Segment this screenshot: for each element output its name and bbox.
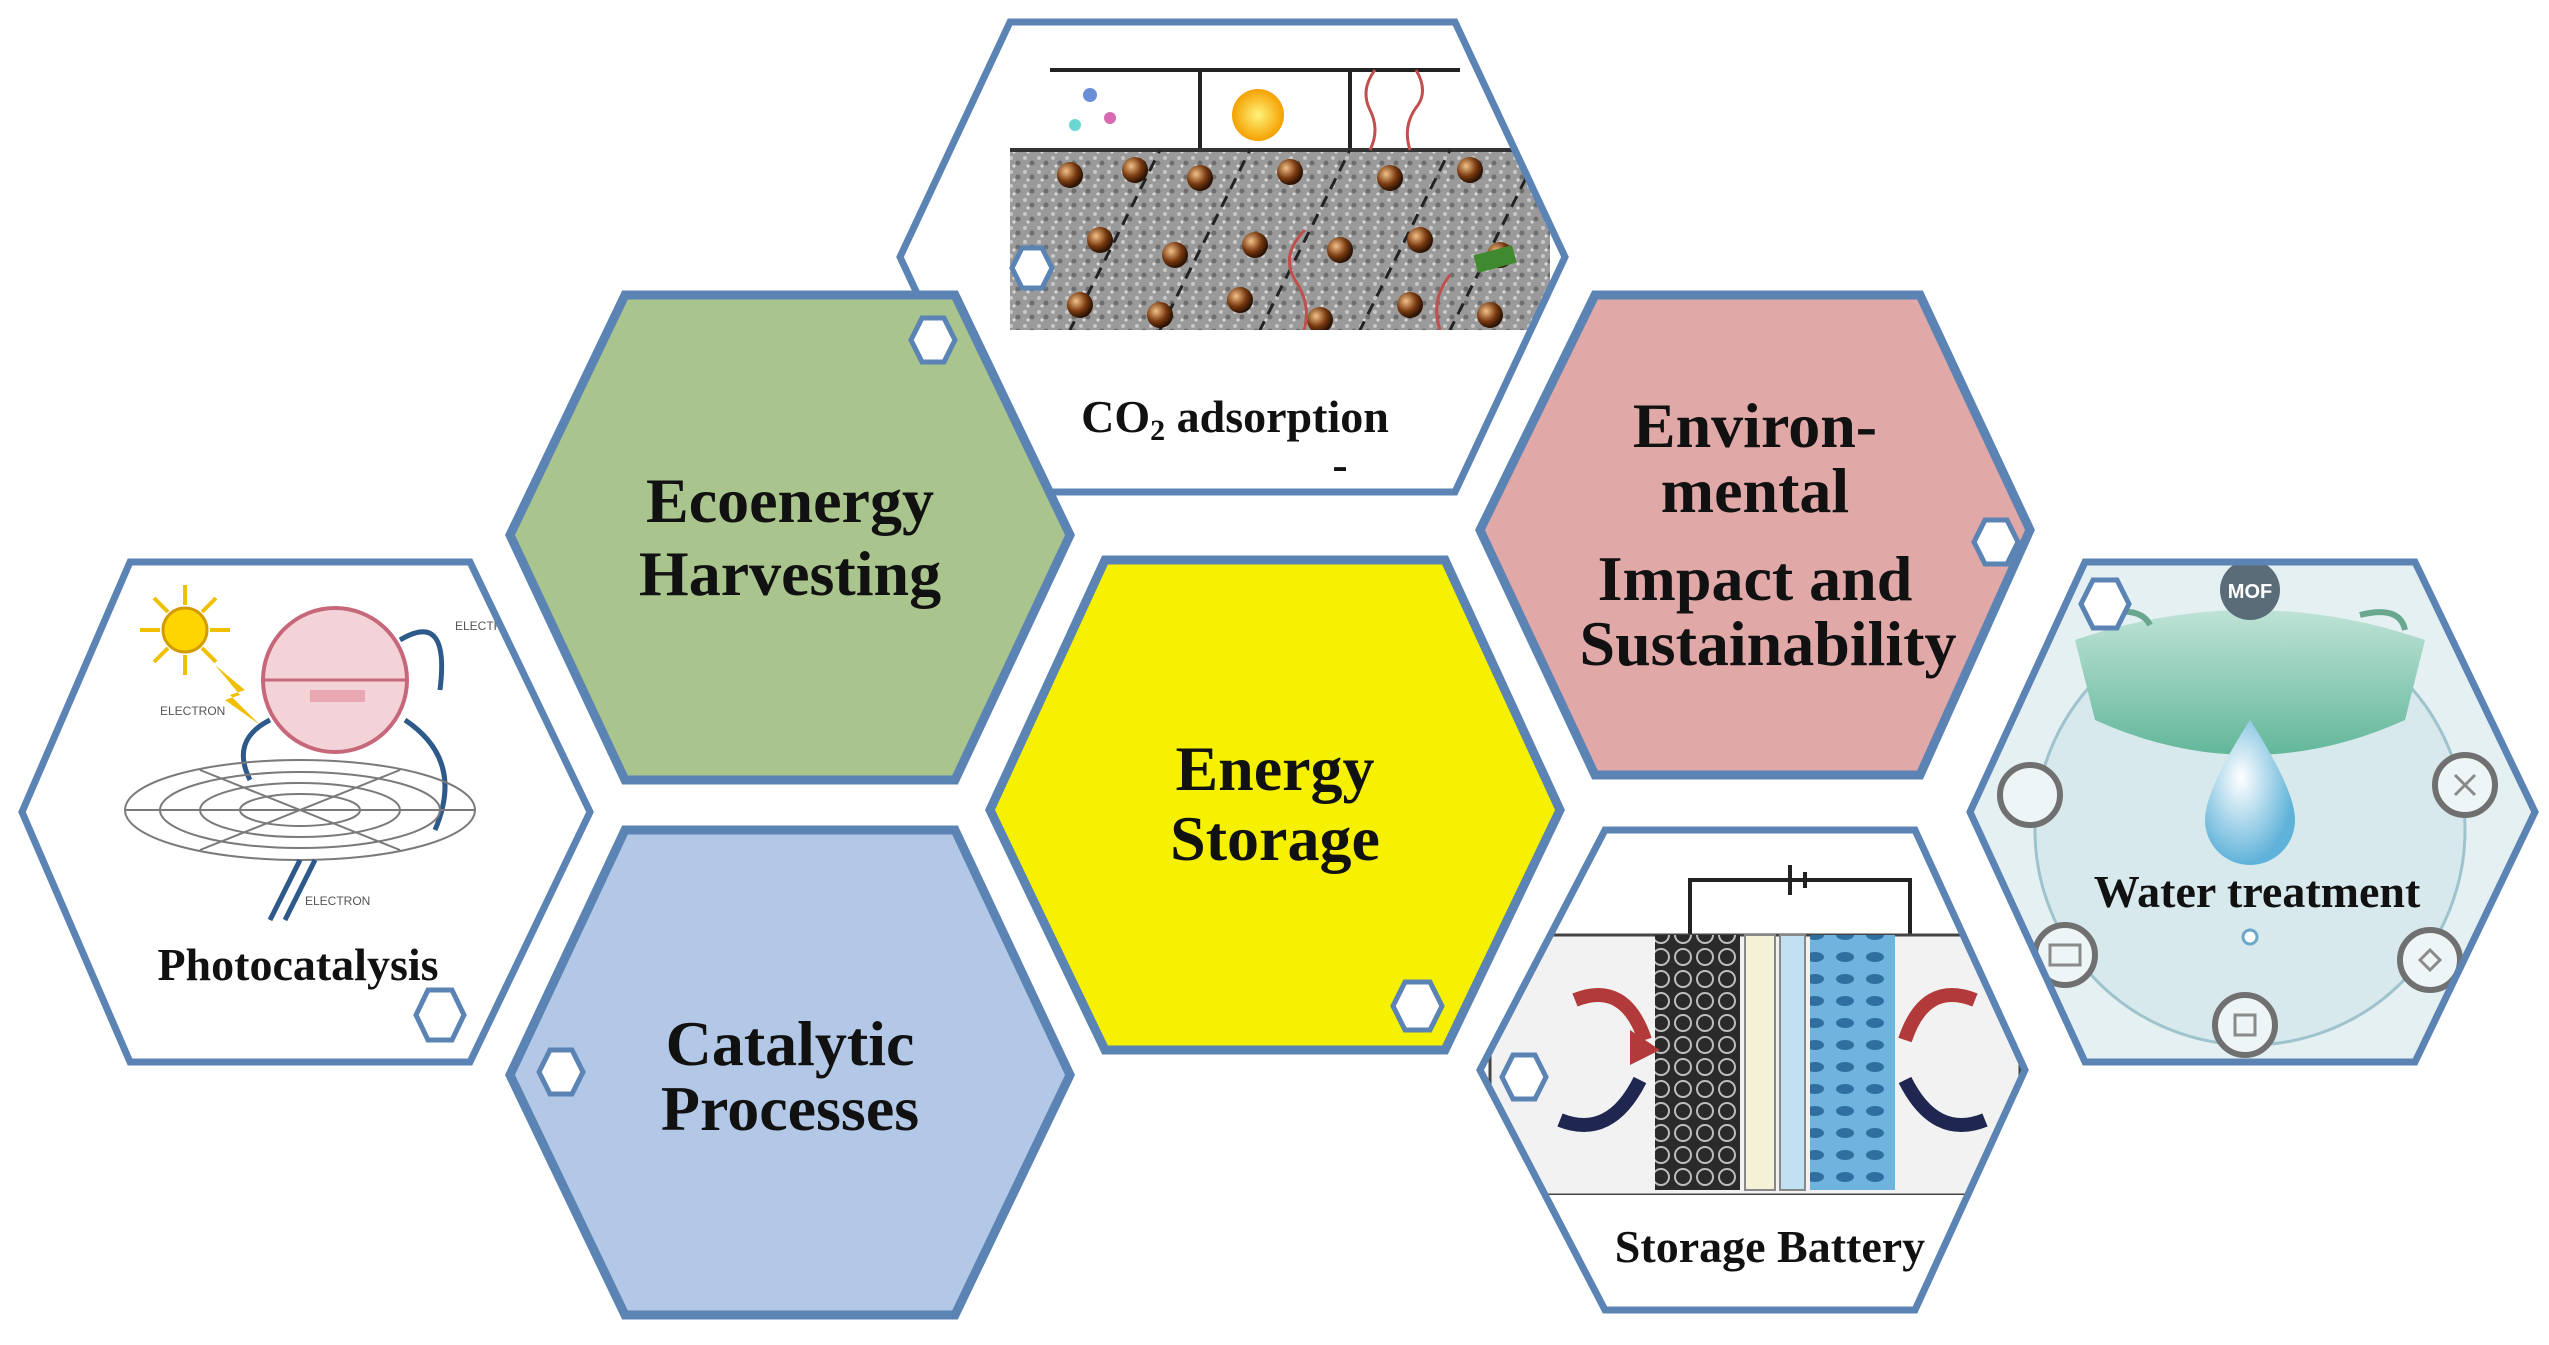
small-hexagon-icon <box>1499 1052 1549 1102</box>
small-hexagon-icon <box>536 1047 586 1097</box>
hex-co2-border <box>896 18 1569 496</box>
hex-energy-storage-shape <box>985 555 1565 1055</box>
small-hexagon-icon <box>1971 517 2021 567</box>
svg-text:ELECTRON: ELECTRON <box>455 619 520 633</box>
svg-text:ELECTRON: ELECTRON <box>160 704 225 718</box>
hex-water-treatment: MOF Water treatment <box>1966 558 2539 1066</box>
hex-storage-battery: Storage Battery <box>1476 826 2029 1314</box>
hex-ecoenergy-harvesting: Ecoenergy Harvesting <box>505 290 1075 785</box>
small-hexagon-icon <box>2078 577 2132 631</box>
hex-catalytic-processes: Catalytic Processes <box>505 825 1075 1320</box>
environmental-line1: Environ- <box>1633 390 1877 461</box>
hex-photocatalysis-border <box>18 558 594 1066</box>
hex-co2-adsorption: CO2 adsorption - <box>896 18 1569 496</box>
hex-energy-storage: Energy Storage <box>985 555 1565 1055</box>
battery-cell-illustration <box>1480 865 2025 1310</box>
environmental-line4: Sustainability <box>1579 608 1956 679</box>
hex-photocatalysis: ELECTRON ELECTRON ELECTRON Photocatalysi… <box>18 558 594 1066</box>
small-hexagon-icon <box>1009 245 1055 291</box>
ecoenergy-line2: Harvesting <box>639 538 941 609</box>
mof-badge: MOF <box>2228 581 2272 603</box>
photocatalysis-label: Photocatalysis <box>157 939 438 990</box>
energy-storage-line1: Energy <box>1175 733 1374 804</box>
water-treatment-label: Water treatment <box>2094 866 2421 917</box>
catalytic-line2: Processes <box>661 1073 919 1144</box>
co2-label: CO2 adsorption <box>1081 391 1389 447</box>
small-hexagon-icon <box>413 987 467 1043</box>
hex-battery-border <box>1476 826 2029 1314</box>
hex-ecoenergy-shape <box>505 290 1075 785</box>
hex-environmental-shape <box>1475 290 2035 780</box>
hex-catalytic-shape <box>505 825 1075 1320</box>
catalytic-line1: Catalytic <box>666 1008 915 1079</box>
small-hexagon-icon <box>908 315 958 365</box>
ecoenergy-line1: Ecoenergy <box>646 465 934 536</box>
small-hexagon-icon <box>1390 979 1445 1033</box>
hex-water-border <box>1966 558 2539 1066</box>
environmental-line3: Impact and <box>1598 543 1913 614</box>
co2-label-dash: - <box>1332 439 1347 490</box>
environmental-line2: mental <box>1661 455 1849 526</box>
porous-material-illustration <box>1010 68 1560 492</box>
energy-storage-line2: Storage <box>1170 803 1380 874</box>
storage-battery-label: Storage Battery <box>1615 1221 1925 1272</box>
svg-text:ELECTRON: ELECTRON <box>305 894 370 908</box>
hex-environmental-impact: Environ- mental Impact and Sustainabilit… <box>1475 290 2035 780</box>
